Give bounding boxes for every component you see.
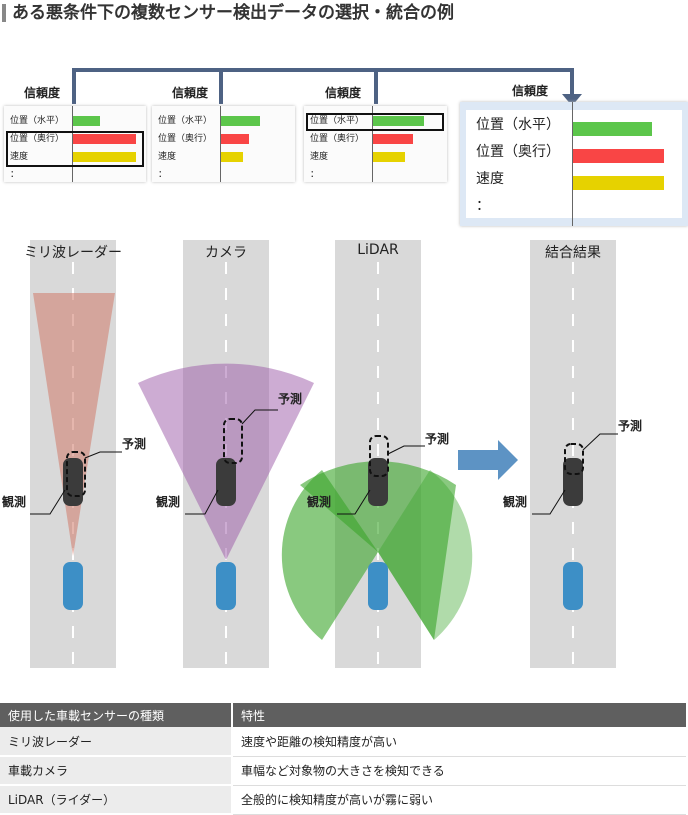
confidence-bar-speed xyxy=(373,152,405,162)
confidence-bar-horizontal xyxy=(221,116,260,126)
confidence-bar-speed xyxy=(73,152,136,162)
row-label-horizontal: 位置（水平） xyxy=(10,116,65,126)
diagram xyxy=(30,68,618,668)
sensor-type: ミリ波レーダー xyxy=(0,727,233,757)
row-label-more: ： xyxy=(10,170,20,180)
sensor-trait: 全般的に検知精度が高いが霧に弱い xyxy=(232,785,688,815)
table-header: 使用した車載センサーの種類特性 xyxy=(0,703,688,727)
confidence-bar-depth xyxy=(73,134,136,144)
row-label-speed: 速度 xyxy=(476,171,504,187)
sensor-table: 使用した車載センサーの種類特性 ミリ波レーダー速度や距離の検知精度が高い 車載カ… xyxy=(0,703,688,815)
lidar-fov-left xyxy=(281,470,378,640)
table-row: LiDAR（ライダー）全般的に検知精度が高いが霧に弱い xyxy=(0,785,688,815)
radar-beam xyxy=(33,293,115,556)
row-label-more: ： xyxy=(476,198,490,214)
confidence-bar-horizontal xyxy=(573,122,652,136)
panel-axis xyxy=(72,106,73,182)
lidar-fov-right xyxy=(378,470,473,640)
road-label-radar: ミリ波レーダー xyxy=(24,245,122,261)
panel-axis xyxy=(572,102,573,226)
table-row: ミリ波レーダー速度や距離の検知精度が高い xyxy=(0,727,688,757)
arrow-down-icon xyxy=(562,94,582,106)
prediction-boxes xyxy=(66,418,584,497)
row-label-depth: 位置（奥行） xyxy=(310,134,365,144)
lidar-fov-main xyxy=(300,461,456,640)
confidence-label: 信頼度 xyxy=(24,86,61,100)
process-arrow-icon xyxy=(458,440,518,480)
row-label-depth: 位置（奥行） xyxy=(10,134,65,144)
confidence-label: 信頼度 xyxy=(325,86,362,100)
selection-box xyxy=(306,113,444,131)
confidence-bar-horizontal xyxy=(373,116,424,126)
prediction-label: 予測 xyxy=(278,392,303,406)
row-label-speed: 速度 xyxy=(158,152,177,162)
observation-label: 観測 xyxy=(307,495,332,509)
row-label-depth: 位置（奥行） xyxy=(158,134,213,144)
row-label-horizontal: 位置（水平） xyxy=(310,116,365,126)
confidence-panel-radar: 位置（水平） 位置（奥行） 速度 ： xyxy=(4,106,146,182)
confidence-bar-depth xyxy=(573,149,664,163)
selection-box xyxy=(6,131,144,167)
confidence-panel-combined: 位置（水平） 位置（奥行） 速度 ： xyxy=(460,102,688,226)
prediction-label: 予測 xyxy=(425,432,450,446)
column-header: 使用した車載センサーの種類 xyxy=(0,703,233,727)
row-label-horizontal: 位置（水平） xyxy=(476,117,560,133)
confidence-bar-horizontal xyxy=(73,116,100,126)
confidence-label: 信頼度 xyxy=(512,84,549,98)
confidence-bar-speed xyxy=(221,152,243,162)
confidence-bar-speed xyxy=(573,176,664,190)
row-label-depth: 位置（奥行） xyxy=(476,144,560,160)
bracket-connector xyxy=(72,68,574,104)
column-header: 特性 xyxy=(232,703,688,727)
confidence-panel-lidar: 位置（水平） 位置（奥行） 速度 ： xyxy=(304,106,447,182)
row-label-more: ： xyxy=(310,170,320,180)
observation-label: 観測 xyxy=(503,495,528,509)
sensor-trait: 速度や距離の検知精度が高い xyxy=(232,727,688,757)
confidence-bar-depth xyxy=(221,134,249,144)
prediction-label: 予測 xyxy=(618,419,643,433)
road-label-combined: 結合結果 xyxy=(545,245,601,261)
confidence-label: 信頼度 xyxy=(172,86,209,100)
page-title: ある悪条件下の複数センサー検出データの選択・統合の例 xyxy=(0,0,454,26)
ego-cars xyxy=(63,562,583,610)
table-row: 車載カメラ車幅など対象物の大きさを検知できる xyxy=(0,756,688,786)
panel-axis xyxy=(372,106,373,182)
sensor-trait: 車幅など対象物の大きさを検知できる xyxy=(232,756,688,786)
row-label-horizontal: 位置（水平） xyxy=(158,116,213,126)
panel-axis xyxy=(220,106,221,182)
road-label-lidar: LiDAR xyxy=(357,242,399,258)
observation-label: 観測 xyxy=(2,495,27,509)
confidence-bar-depth xyxy=(373,134,413,144)
confidence-panel-camera: 位置（水平） 位置（奥行） 速度 ： xyxy=(152,106,295,182)
sensor-type: LiDAR（ライダー） xyxy=(0,785,233,815)
row-label-more: ： xyxy=(158,170,168,180)
prediction-label: 予測 xyxy=(122,437,147,451)
row-label-speed: 速度 xyxy=(310,152,329,162)
observation-label: 観測 xyxy=(156,495,181,509)
road-label-camera: カメラ xyxy=(205,245,247,261)
row-label-speed: 速度 xyxy=(10,152,29,162)
sensor-type: 車載カメラ xyxy=(0,756,233,786)
